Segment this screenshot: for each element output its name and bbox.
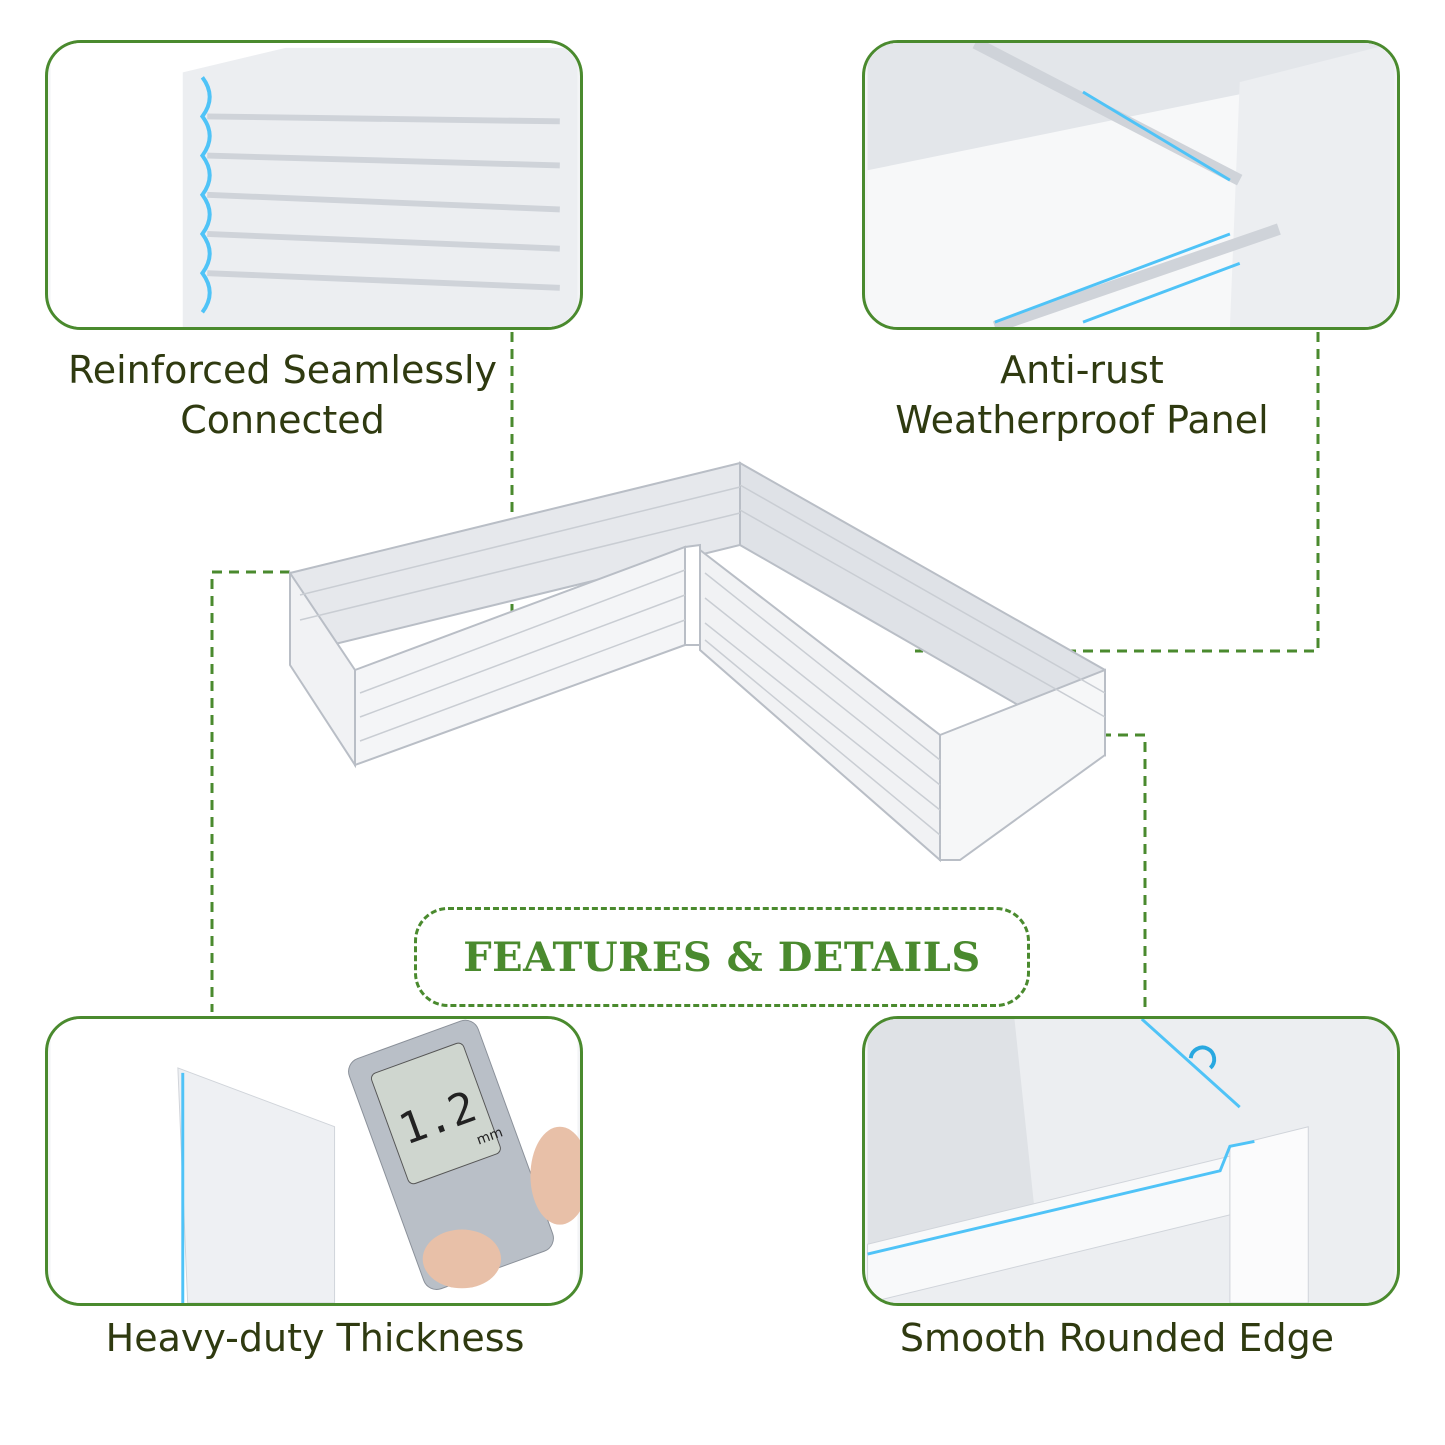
caliper-image: 1.2 mm: [50, 1019, 580, 1303]
caption-anti-rust: Anti-rust Weatherproof Panel: [862, 345, 1302, 445]
title-badge: FEATURES & DETAILS: [414, 907, 1030, 1007]
caption-line: Smooth Rounded Edge: [899, 1316, 1335, 1360]
feature-panel-seamless: [45, 40, 583, 330]
feature-panel-thickness: 1.2 mm: [45, 1016, 583, 1306]
anti-rust-panel-image: [867, 43, 1395, 327]
caption-line: Reinforced Seamlessly: [68, 348, 497, 392]
curved-arrow-icon: [1188, 1045, 1217, 1070]
feature-panel-rounded-edge: [862, 1016, 1400, 1306]
feature-panel-anti-rust: [862, 40, 1400, 330]
rounded-edge-image: [867, 1019, 1395, 1303]
caption-line: Connected: [180, 398, 385, 442]
caption-thickness: Heavy-duty Thickness: [45, 1313, 585, 1363]
caption-line: Heavy-duty Thickness: [105, 1316, 525, 1360]
caption-rounded-edge: Smooth Rounded Edge: [862, 1313, 1372, 1363]
l-shaped-raised-bed-image: [289, 461, 1106, 863]
page-title: FEATURES & DETAILS: [463, 933, 981, 981]
caption-seamless: Reinforced Seamlessly Connected: [45, 345, 520, 445]
caption-line: Anti-rust: [1000, 348, 1164, 392]
seamless-panel-image: [50, 43, 578, 327]
caption-line: Weatherproof Panel: [895, 398, 1269, 442]
